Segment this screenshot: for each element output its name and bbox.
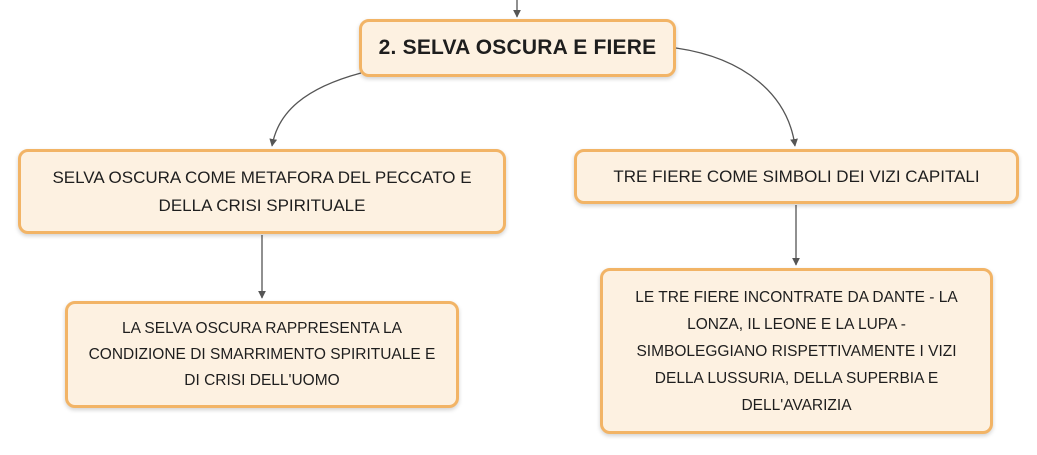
right-child-node[interactable]: LE TRE FIERE INCONTRATE DA DANTE - LA LO… (600, 268, 993, 434)
left-child-node[interactable]: LA SELVA OSCURA RAPPRESENTA LA CONDIZION… (65, 301, 459, 408)
connector-root-to-right-branch (675, 47, 798, 147)
right-child-node-label: LE TRE FIERE INCONTRATE DA DANTE - LA LO… (635, 288, 958, 414)
left-branch-node[interactable]: SELVA OSCURA COME METAFORA DEL PECCATO E… (18, 149, 506, 234)
root-node[interactable]: 2. SELVA OSCURA E FIERE (359, 19, 676, 77)
right-branch-node-label: TRE FIERE COME SIMBOLI DEI VIZI CAPITALI (613, 166, 980, 186)
root-node-label: 2. SELVA OSCURA E FIERE (378, 36, 657, 59)
left-branch-node-label: SELVA OSCURA COME METAFORA DEL PECCATO E… (52, 167, 472, 215)
connector-root-to-left-branch (269, 72, 362, 147)
right-branch-node[interactable]: TRE FIERE COME SIMBOLI DEI VIZI CAPITALI (574, 149, 1019, 204)
left-child-node-label: LA SELVA OSCURA RAPPRESENTA LA CONDIZION… (88, 319, 436, 389)
